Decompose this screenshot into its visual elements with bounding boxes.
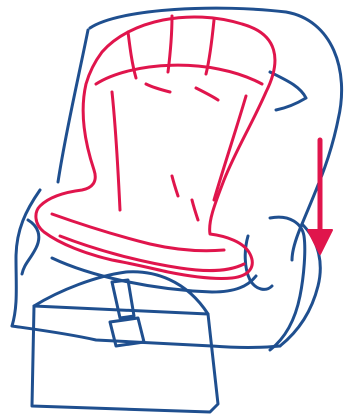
seat-back-outline bbox=[90, 8, 342, 260]
seat-headrest-edge bbox=[270, 72, 306, 110]
seat-insert bbox=[36, 16, 275, 279]
seat-arm-left-inner bbox=[22, 220, 39, 274]
insert-top-seam-mid bbox=[168, 16, 172, 72]
insert-harness-slot-right bbox=[196, 88, 218, 100]
insert-headrest-seam bbox=[96, 65, 262, 84]
insert-harness-slot-mid-right bbox=[192, 200, 198, 220]
seat-base bbox=[12, 326, 280, 348]
insert-harness-slot-left bbox=[146, 84, 170, 92]
insert-side-seam-right bbox=[214, 96, 246, 200]
seat-shell bbox=[12, 8, 342, 412]
seat-arm-right bbox=[270, 217, 305, 350]
insert-side-seam-left bbox=[112, 92, 120, 210]
seat-tray-front bbox=[32, 306, 218, 412]
insert-harness-slot-mid-left bbox=[172, 176, 178, 196]
buckle-strap bbox=[112, 280, 134, 318]
